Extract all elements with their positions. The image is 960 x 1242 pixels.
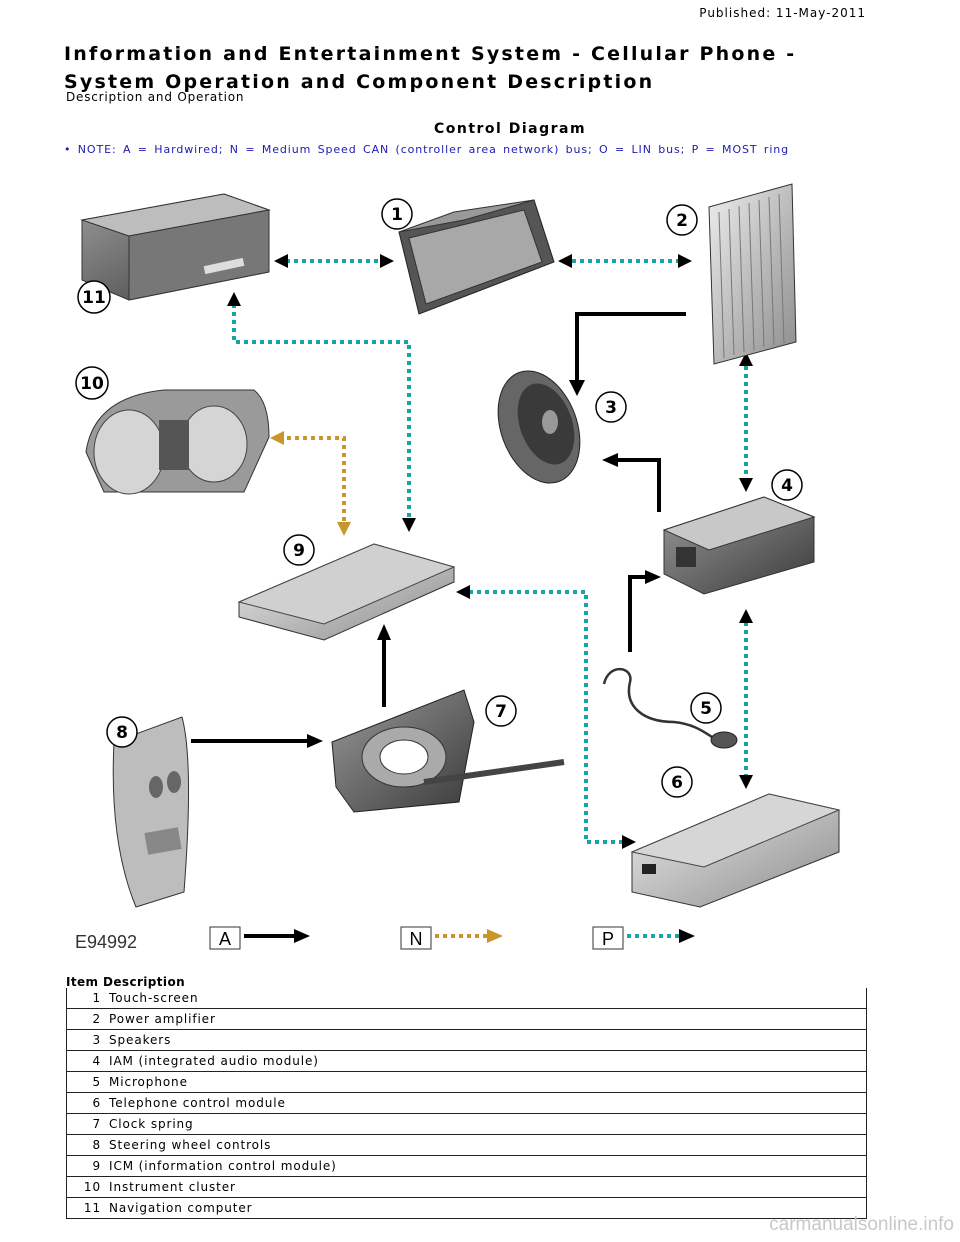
published-date: Published: 11-May-2011 — [699, 6, 866, 20]
svg-text:4: 4 — [781, 476, 793, 496]
iam-illustration — [662, 496, 816, 595]
instrument-cluster-illustration — [85, 389, 270, 495]
callout-6: 6 — [661, 766, 693, 798]
svg-text:1: 1 — [391, 205, 403, 225]
page-subtitle: Description and Operation — [66, 90, 245, 104]
callout-1: 1 — [381, 198, 413, 230]
callout-8: 8 — [106, 716, 138, 748]
telephone-control-module-illustration — [630, 793, 841, 908]
legend-can: N — [400, 926, 503, 950]
control-diagram: 1 2 3 4 5 6 7 8 9 10 11 E94992 A N P — [75, 183, 841, 952]
callout-4: 4 — [771, 469, 803, 501]
svg-text:6: 6 — [671, 773, 683, 793]
svg-text:7: 7 — [495, 702, 507, 722]
icm-illustration — [237, 543, 456, 641]
callout-5: 5 — [690, 692, 722, 724]
svg-text:P: P — [602, 929, 614, 949]
svg-text:10: 10 — [80, 374, 104, 394]
microphone-illustration — [602, 667, 738, 749]
page-title: Information and Entertainment System - C… — [64, 43, 797, 93]
callouts: 1 2 3 4 5 6 7 8 9 10 11 — [75, 198, 803, 798]
legend-most: P — [592, 926, 695, 950]
callout-7: 7 — [485, 695, 517, 727]
svg-text:N: N — [410, 929, 423, 949]
watermark: carmanualsonline.info — [769, 1214, 954, 1235]
steering-wheel-controls-illustration — [112, 716, 190, 908]
svg-text:9: 9 — [293, 541, 305, 561]
svg-text:5: 5 — [700, 699, 712, 719]
legend-hardwired: A — [209, 926, 310, 950]
callout-3: 3 — [595, 391, 627, 423]
item-description-header: Item Description — [66, 975, 186, 989]
svg-text:11: 11 — [82, 288, 106, 308]
touch-screen-illustration — [398, 199, 555, 315]
callout-2: 2 — [666, 204, 698, 236]
svg-text:2: 2 — [676, 211, 688, 231]
callout-9: 9 — [283, 534, 315, 566]
svg-text:A: A — [219, 929, 231, 949]
power-amplifier-illustration — [708, 183, 797, 365]
diagram-title: Control Diagram — [433, 121, 587, 137]
callout-10: 10 — [75, 366, 109, 400]
diagram-note: • NOTE: A = Hardwired; N = Medium Speed … — [64, 143, 790, 156]
figure-id: E94992 — [75, 932, 137, 952]
connections — [191, 254, 753, 849]
clock-spring-illustration — [331, 689, 565, 813]
speaker-illustration — [497, 370, 581, 484]
svg-text:3: 3 — [605, 398, 617, 418]
callout-11: 11 — [77, 280, 111, 314]
svg-text:8: 8 — [116, 723, 128, 743]
navigation-computer-illustration — [80, 193, 271, 301]
legend: E94992 A N P — [75, 926, 695, 952]
